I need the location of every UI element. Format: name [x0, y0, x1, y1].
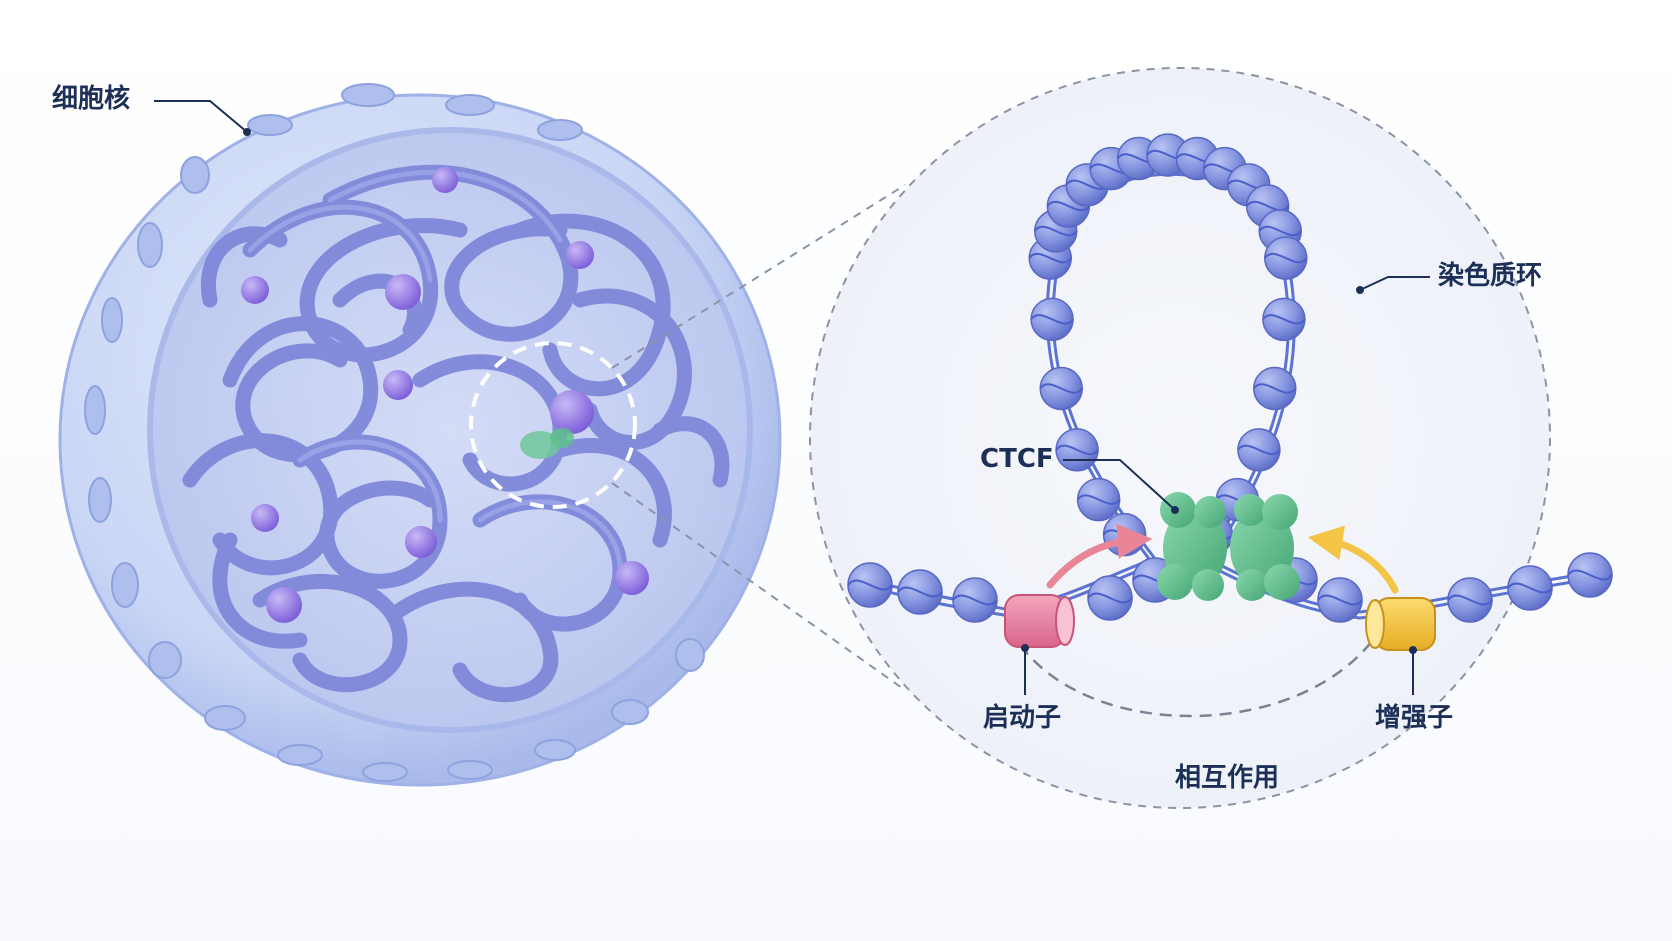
dna-wrap [1447, 594, 1493, 606]
dna-wrap [1033, 225, 1078, 237]
dna-wrap [1028, 252, 1073, 264]
interaction-arc [1008, 627, 1382, 718]
zoom-circle [809, 67, 1551, 809]
label-enhancer: 增强子 [1375, 703, 1454, 733]
promoter-arrow [1046, 523, 1153, 589]
dna-wrap [1252, 383, 1297, 394]
dna-wrap [1567, 569, 1613, 581]
dna-wrap [1507, 582, 1553, 594]
label-ctcf: CTCF [980, 444, 1054, 474]
ctcf-left [1157, 492, 1227, 601]
dna-wrap [1030, 314, 1074, 325]
ctcf-in-nucleus [520, 428, 574, 459]
dna-wrap [1245, 200, 1290, 212]
dna-wrap [897, 586, 943, 598]
label-interaction: 相互作用 [1175, 763, 1280, 793]
dna-wrap [1262, 314, 1306, 325]
dna-wrap [1046, 200, 1091, 212]
dna-wrap [1237, 444, 1281, 456]
dna-wrap [952, 594, 998, 606]
nucleus [58, 83, 782, 787]
ctcf-right [1230, 494, 1300, 601]
dna-wrap [1258, 225, 1303, 237]
protein-clusters [241, 167, 649, 623]
dna-wrap [1317, 594, 1363, 606]
leader-lines [154, 100, 1430, 695]
dna-wrap [1076, 494, 1121, 505]
label-promoter: 启动子 [983, 703, 1062, 733]
dna-wrap [1263, 252, 1308, 264]
dna-wrap [847, 579, 893, 591]
promoter-element [1004, 594, 1075, 648]
dna-wrap [1039, 383, 1084, 394]
label-chromatin-loop: 染色质环 [1438, 261, 1543, 291]
zoom-region [469, 341, 637, 509]
dna-wrap [1055, 444, 1099, 456]
zoom-guides [611, 184, 906, 691]
chromatin-fiber-highlight [247, 169, 623, 573]
enhancer-arrow [1307, 525, 1399, 594]
dna-wrap [1087, 592, 1133, 604]
enhancer-element [1365, 597, 1436, 651]
label-nucleus: 细胞核 [52, 84, 131, 114]
nuclear-pores [84, 83, 705, 782]
